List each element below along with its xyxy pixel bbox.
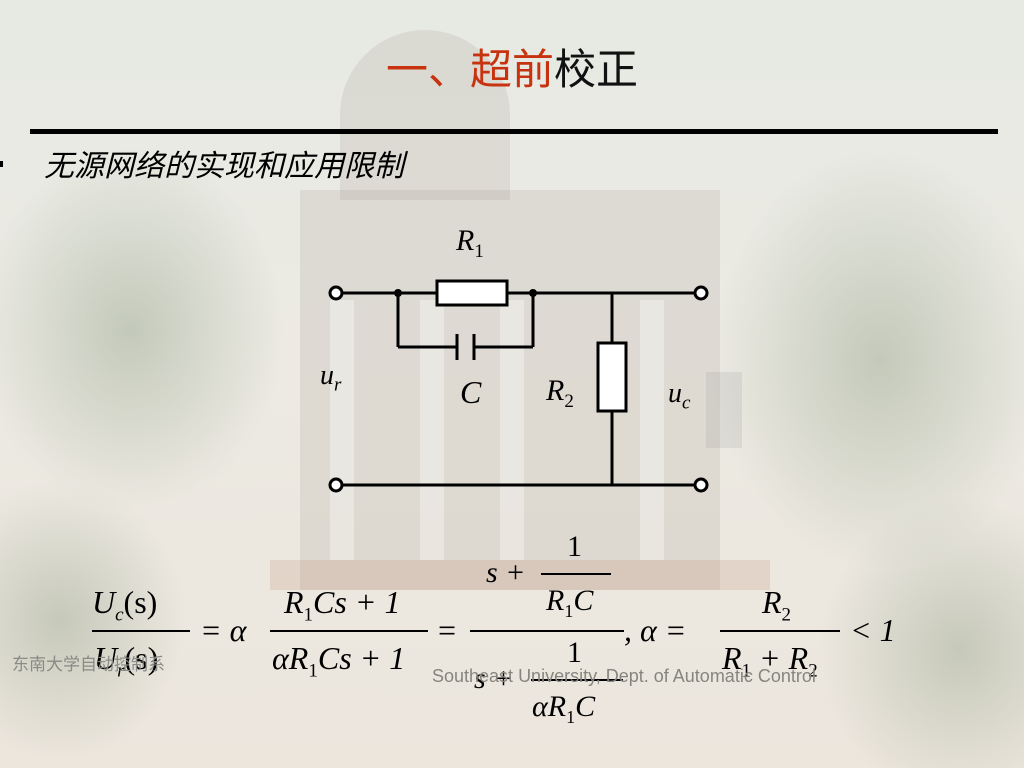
formula-mid-numerator: R1Cs + 1 [284, 584, 401, 626]
slide-title: 一、超前校正 [0, 44, 1024, 96]
formula-top-one: 1 [567, 530, 582, 563]
title-prefix: 一、 [385, 45, 470, 94]
formula-bot-s-plus: s + [474, 662, 514, 695]
terminal-output-bottom [693, 477, 709, 493]
fraction-bar [92, 630, 190, 632]
building-column [420, 300, 444, 560]
terminal-input-top [328, 285, 344, 301]
junction-dot [529, 289, 537, 297]
formula-alpha-numerator: R2 [762, 584, 792, 626]
footer-department-en: Southeast University, Dept. of Automatic… [432, 666, 816, 686]
formula-lhs-denominator: Ur(s) [94, 640, 159, 682]
fraction-bar [720, 630, 840, 632]
resistor-r1 [435, 279, 509, 307]
fraction-bar-main [470, 630, 624, 632]
formula-lhs-numerator: Uc(s) [92, 584, 158, 626]
formula-alpha-def: , α = [624, 612, 687, 648]
label-input-voltage: ur [320, 360, 342, 396]
formula-alpha-denominator: R1 + R2 [722, 640, 818, 682]
terminal-input-bottom [328, 477, 344, 493]
building-column [330, 300, 354, 560]
label-capacitor: C [460, 374, 482, 410]
bullet-mark [0, 161, 3, 167]
title-rest: 校正 [554, 45, 639, 94]
building-dome [340, 30, 510, 200]
title-rule [30, 129, 998, 134]
formula-bot-arc: αR1C [532, 690, 596, 727]
terminal-output-top [693, 285, 709, 301]
formula-less-than-one: < 1 [850, 612, 896, 648]
label-r1: R1 [456, 224, 484, 262]
title-accent: 超前 [469, 45, 554, 94]
fraction-bar [541, 573, 611, 575]
building-column [500, 300, 524, 560]
building-window [706, 372, 742, 448]
resistor-r2 [596, 341, 628, 413]
formula-eq-alpha: = α [200, 612, 247, 648]
formula-top-s-plus: s + [486, 556, 526, 589]
label-r2: R2 [546, 374, 574, 412]
section-subtitle: 无源网络的实现和应用限制 [44, 149, 404, 184]
junction-dot [394, 289, 402, 297]
footer-department-cn: 东南大学自动控制系 [12, 655, 165, 675]
formula-top-rc: R1C [546, 584, 594, 621]
fraction-bar [270, 630, 428, 632]
label-output-voltage: uc [668, 378, 691, 414]
formula-equals: = [438, 612, 457, 648]
building-body [300, 190, 720, 590]
formula-bot-one: 1 [567, 636, 582, 669]
formula-mid-denominator: αR1Cs + 1 [272, 640, 406, 682]
fraction-bar [531, 679, 623, 681]
building-column [640, 300, 664, 560]
red-roof [270, 560, 770, 590]
